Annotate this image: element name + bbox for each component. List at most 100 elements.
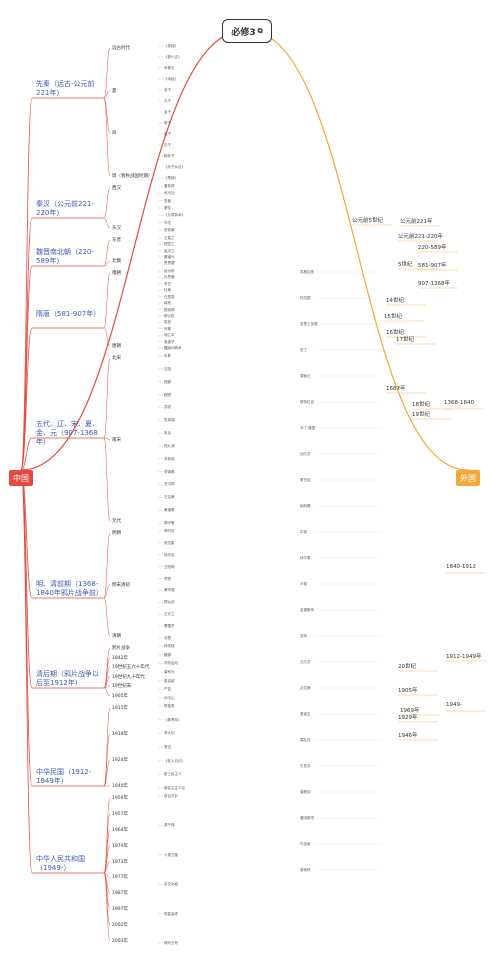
- foreign-item-10[interactable]: 牛顿: [300, 530, 307, 534]
- century-1[interactable]: 公元前221年: [400, 219, 433, 225]
- era-5-item-9[interactable]: 京剧: [164, 636, 171, 640]
- century-12[interactable]: 18世纪: [412, 402, 430, 408]
- era-0-item-9[interactable]: 庄子: [164, 143, 171, 147]
- era-7-sub-2[interactable]: 1924年: [112, 758, 128, 763]
- era-1-item-2[interactable]: 张衡: [164, 198, 171, 203]
- foreign-item-22[interactable]: 毕加索: [300, 842, 311, 846]
- era-0-sub-0[interactable]: 远古时代: [112, 46, 130, 51]
- era-6-sub-4[interactable]: 19世纪末: [112, 684, 132, 690]
- era-8-sub-3[interactable]: 1970年: [112, 843, 128, 849]
- era-label-1[interactable]: 秦汉（公元前221-220年）: [36, 200, 94, 217]
- era-5-item-1[interactable]: 宋应星: [164, 540, 175, 545]
- century-9[interactable]: 16世纪: [386, 330, 404, 336]
- era-8-item-2[interactable]: 人造卫星: [164, 852, 178, 857]
- era-3-item-6[interactable]: 颜真卿: [164, 307, 175, 312]
- era-0-item-1[interactable]: 《夏小正》: [164, 55, 182, 59]
- foreign-item-21[interactable]: 爱因斯坦: [300, 816, 314, 820]
- era-0-item-4[interactable]: 老子: [164, 88, 171, 92]
- era-7-item-1[interactable]: 《新青年》: [164, 717, 182, 722]
- era-7-sub-0[interactable]: 1915年: [112, 706, 128, 711]
- era-3-sub-1[interactable]: 唐朝: [112, 344, 121, 349]
- era-8-item-3[interactable]: 杂交水稻: [164, 882, 178, 887]
- era-5-item-0[interactable]: 李时珍: [164, 529, 175, 533]
- century-2[interactable]: 公元前221-220年: [398, 234, 443, 240]
- era-4-item-2[interactable]: 程颢: [164, 379, 171, 384]
- era-3-item-7[interactable]: 柳公权: [164, 313, 175, 318]
- era-4-item-1[interactable]: 沈括: [164, 366, 171, 371]
- century-18[interactable]: 20世纪: [398, 664, 416, 670]
- era-2-sub-1[interactable]: 北魏: [112, 259, 121, 264]
- century-19[interactable]: 1905年: [398, 688, 418, 694]
- foreign-item-13[interactable]: 孟德斯鸠: [300, 608, 314, 612]
- era-3-item-5[interactable]: 韩愈: [164, 301, 171, 306]
- era-7-item-2[interactable]: 李大钊: [164, 731, 175, 736]
- era-8-sub-9[interactable]: 2003年: [112, 939, 128, 944]
- foreign-item-14[interactable]: 瓦特: [300, 634, 307, 638]
- foreign-item-19[interactable]: 贝多芬: [300, 764, 311, 768]
- foreign-item-8[interactable]: 哥白尼: [300, 478, 311, 482]
- century-0[interactable]: 公元前5世纪: [352, 218, 383, 224]
- era-4-item-8[interactable]: 辛弃疾: [164, 456, 175, 461]
- century-3[interactable]: 220-589年: [418, 245, 447, 251]
- era-label-2[interactable]: 魏晋南北朝（220-589年）: [36, 248, 94, 265]
- era-3-item-3[interactable]: 杜甫: [164, 288, 171, 293]
- foreign-item-17[interactable]: 爱迪生: [300, 712, 311, 716]
- era-2-item-3[interactable]: 郦道元: [164, 254, 175, 259]
- era-5-sub-2[interactable]: 清朝: [112, 634, 121, 639]
- foreign-item-16[interactable]: 法拉第: [300, 686, 311, 690]
- era-label-3[interactable]: 隋唐（581-907年）: [36, 310, 101, 318]
- era-8-sub-0[interactable]: 1956年: [112, 796, 128, 801]
- century-17[interactable]: 1949-: [446, 702, 462, 708]
- era-8-sub-8[interactable]: 2002年: [112, 923, 128, 929]
- era-6-item-3[interactable]: 康有为: [164, 670, 175, 674]
- era-1-item-6[interactable]: 张仲景: [164, 228, 175, 232]
- era-label-7[interactable]: 中华民国（1912-1949年）: [36, 768, 92, 785]
- century-16[interactable]: 1912-1949年: [446, 654, 482, 660]
- era-3-item-4[interactable]: 白居易: [164, 294, 175, 299]
- era-label-5[interactable]: 明、清前期（1368-1840年鸦片战争前）: [36, 580, 103, 597]
- foreign-item-15[interactable]: 达尔文: [300, 660, 311, 664]
- era-5-item-4[interactable]: 李贽: [164, 576, 171, 581]
- foreign-item-5[interactable]: 彼特拉克: [300, 400, 314, 404]
- era-4-item-7[interactable]: 陆九渊: [164, 443, 175, 448]
- era-3-sub-0[interactable]: 隋朝: [112, 271, 121, 276]
- era-6-sub-5[interactable]: 1905年: [112, 694, 128, 699]
- era-3-item-1[interactable]: 孙思邈: [164, 275, 175, 280]
- era-8-sub-5[interactable]: 1977年: [112, 875, 128, 881]
- era-6-item-6[interactable]: 孙中山: [164, 696, 175, 700]
- century-21[interactable]: 1946年: [398, 733, 418, 739]
- era-0-item-12[interactable]: 《楚辞》: [164, 176, 178, 180]
- era-3-item-10[interactable]: 阎立本: [164, 333, 175, 338]
- era-6-sub-1[interactable]: 1842年: [112, 655, 128, 661]
- century-4[interactable]: 5世纪: [398, 262, 413, 268]
- era-4-sub-0[interactable]: 北宋: [112, 356, 121, 361]
- foreign-branch-node[interactable]: 外国: [456, 470, 480, 486]
- era-0-item-3[interactable]: 《诗经》: [164, 77, 178, 81]
- foreign-item-3[interactable]: 但丁: [300, 348, 307, 352]
- era-4-item-11[interactable]: 王实甫: [164, 495, 175, 500]
- era-1-sub-1[interactable]: 东汉: [112, 226, 121, 231]
- era-0-item-5[interactable]: 孔子: [164, 99, 171, 103]
- era-label-8[interactable]: 中华人民共和国（1949-）: [36, 855, 85, 872]
- era-4-item-13[interactable]: 郭守敬: [164, 521, 175, 525]
- century-6[interactable]: 907-1368年: [418, 281, 450, 287]
- foreign-item-7[interactable]: 加尔文: [300, 452, 311, 456]
- era-4-item-9[interactable]: 李清照: [164, 469, 175, 474]
- foreign-item-9[interactable]: 伽利略: [300, 504, 311, 508]
- era-8-item-4[interactable]: 恢复高考: [164, 911, 178, 916]
- century-22[interactable]: 1969年: [400, 708, 420, 714]
- era-1-sub-0[interactable]: 西汉: [112, 186, 121, 191]
- era-2-item-2[interactable]: 祖冲之: [164, 248, 175, 253]
- era-0-sub-2[interactable]: 商: [112, 131, 117, 137]
- era-6-item-4[interactable]: 梁启超: [164, 678, 175, 683]
- root-node[interactable]: 必修3 ⧉: [222, 19, 272, 43]
- era-1-item-4[interactable]: 《九章算术》: [164, 213, 185, 218]
- era-label-4[interactable]: 五代、辽、宋、夏、金、元（907-1368年）: [36, 420, 99, 446]
- era-0-item-6[interactable]: 孟子: [164, 110, 171, 114]
- era-7-item-4[interactable]: 《狂人日记》: [164, 758, 185, 763]
- era-7-item-3[interactable]: 鲁迅: [164, 745, 171, 749]
- era-8-item-0[interactable]: 双百方针: [164, 794, 178, 798]
- era-5-item-3[interactable]: 王阳明: [164, 564, 175, 569]
- china-branch-node[interactable]: 中国: [9, 470, 33, 486]
- century-15[interactable]: 1840-1912: [446, 564, 476, 570]
